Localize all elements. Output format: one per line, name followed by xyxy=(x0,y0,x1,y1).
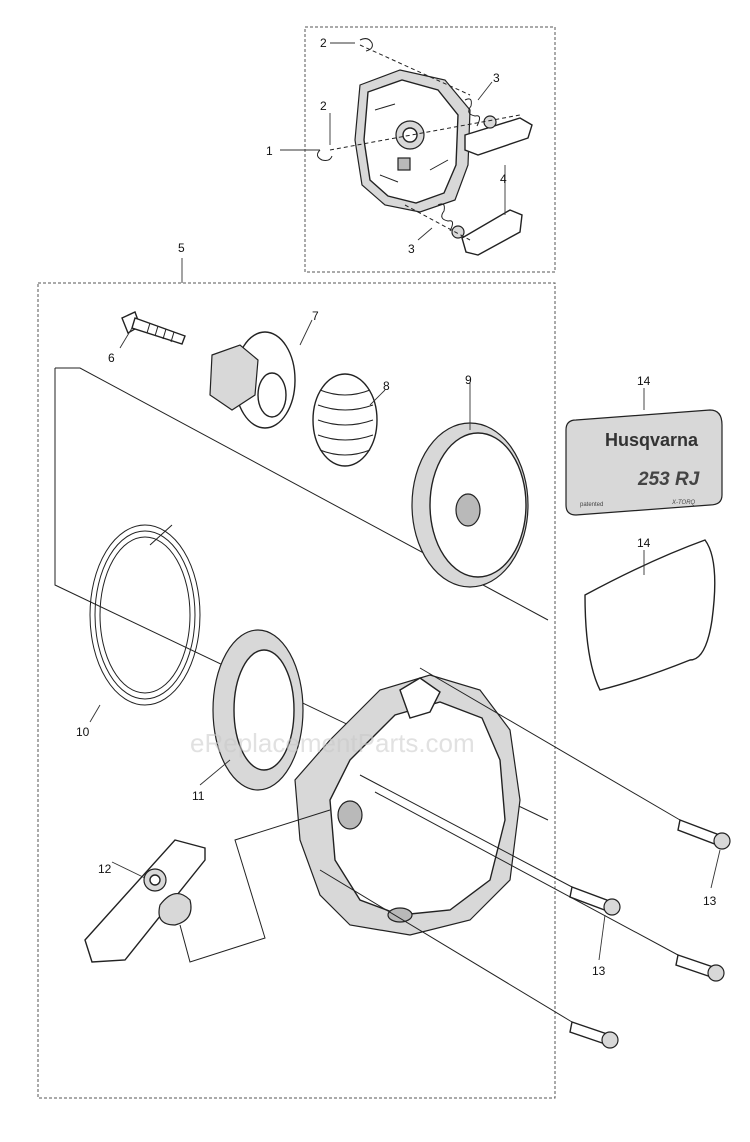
decal-note-right: X-TORQ xyxy=(671,500,696,506)
pawl-lower xyxy=(451,209,523,256)
callout-6: 6 xyxy=(108,351,115,365)
pawl-spring-upper xyxy=(464,98,481,127)
callout-5: 5 xyxy=(178,241,185,255)
callout-2-left: 2 xyxy=(320,99,327,113)
decal-note-left: patented xyxy=(580,502,603,508)
e-clip-left xyxy=(316,149,333,161)
callout-12: 12 xyxy=(98,862,112,876)
housing-screw-1 xyxy=(677,819,731,850)
brand-decal: Husqvarna 253 RJ patented X-TORQ xyxy=(565,409,723,516)
housing-screw-2 xyxy=(569,886,621,916)
assembly-plane-upper xyxy=(55,367,549,621)
callout-3-top: 3 xyxy=(493,71,500,85)
callout-4: 4 xyxy=(500,172,507,186)
decal-model: 253 RJ xyxy=(637,469,700,490)
housing-screw-3 xyxy=(675,954,725,982)
callout-13-right: 13 xyxy=(703,894,717,908)
callout-8: 8 xyxy=(383,379,390,393)
rope-pulley xyxy=(411,422,529,588)
callout-9: 9 xyxy=(465,373,472,387)
starter-housing xyxy=(294,674,521,936)
callout-11: 11 xyxy=(192,789,205,803)
callout-7: 7 xyxy=(312,309,319,323)
center-screw xyxy=(121,311,186,345)
subassembly-frame-pawl xyxy=(304,26,556,273)
pawl-upper xyxy=(464,115,533,156)
housing-screw-4 xyxy=(569,1021,619,1049)
callout-10: 10 xyxy=(76,725,90,739)
callout-14-blank: 14 xyxy=(637,536,651,550)
watermark: eReplacementParts.com xyxy=(190,728,475,758)
callout-13-middle: 13 xyxy=(592,964,606,978)
starter-handle xyxy=(84,839,206,963)
decal-brand: Husqvarna xyxy=(605,430,699,450)
callout-2-top: 2 xyxy=(320,36,327,50)
subassembly-frame-starter xyxy=(37,282,556,1099)
callout-14-decal: 14 xyxy=(637,374,651,388)
spring-washer xyxy=(212,629,304,791)
pawl-carrier xyxy=(354,69,471,213)
callout-1: 1 xyxy=(266,144,273,158)
blank-decal xyxy=(584,539,716,691)
pawl-spring-lower xyxy=(437,203,454,232)
e-clip-top xyxy=(359,38,373,52)
pulley-hub xyxy=(209,331,296,429)
callout-3-bottom: 3 xyxy=(408,242,415,256)
recoil-spring-coil xyxy=(312,373,378,467)
rewind-spring xyxy=(89,524,201,706)
